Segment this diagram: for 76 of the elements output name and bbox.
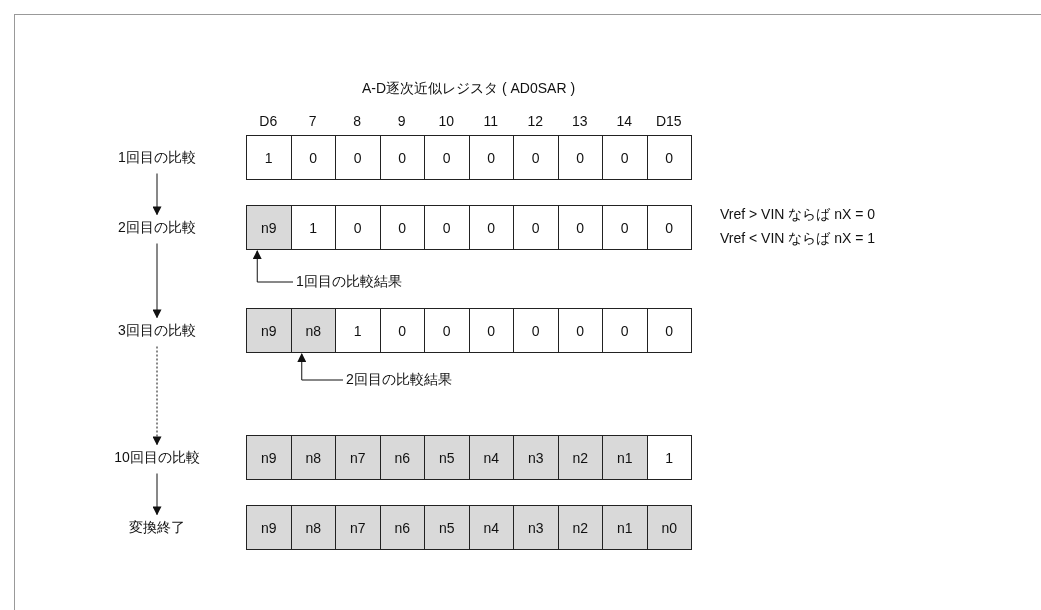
bit-cell: 1 [646, 435, 692, 480]
bit-cell: n4 [468, 435, 514, 480]
bit-number: 12 [527, 113, 544, 129]
bit-cell: 0 [468, 205, 514, 250]
bit-number: D6 [259, 113, 278, 129]
bit-cell: 0 [513, 308, 559, 353]
bit-cell: 0 [602, 205, 648, 250]
arrow [152, 243, 162, 319]
result-note: 1回目の比較結果 [296, 273, 402, 291]
step-label: 2回目の比較 [118, 218, 196, 237]
bit-cell: n9 [246, 308, 292, 353]
leader-line [297, 353, 344, 381]
bit-cell: n2 [557, 435, 603, 480]
bit-cell: 0 [646, 205, 692, 250]
bit-cell: 0 [602, 308, 648, 353]
bit-cell: 0 [379, 205, 425, 250]
bit-cell: 0 [513, 135, 559, 180]
leader-line [252, 250, 294, 283]
bit-cell: 1 [290, 205, 336, 250]
bit-cell: 0 [379, 308, 425, 353]
bit-cell: 0 [424, 308, 470, 353]
bit-cell: 0 [335, 135, 381, 180]
bit-cell: n0 [646, 505, 692, 550]
result-note: 2回目の比較結果 [346, 371, 452, 389]
bit-cell: n8 [290, 505, 336, 550]
step-label: 3回目の比較 [118, 321, 196, 340]
bit-cell: n5 [424, 505, 470, 550]
bit-cell: 0 [557, 135, 603, 180]
bit-cell: n8 [290, 308, 336, 353]
bit-number: 9 [397, 113, 406, 129]
bit-cell: n6 [379, 505, 425, 550]
bit-cell: n2 [557, 505, 603, 550]
bit-cell: 0 [424, 205, 470, 250]
bit-cell: n4 [468, 505, 514, 550]
bit-cell: 0 [646, 308, 692, 353]
condition-note: Vref < VIN ならば nX = 1 [720, 230, 876, 248]
bit-cell: 0 [646, 135, 692, 180]
bit-cell: n7 [335, 435, 381, 480]
step-label: 1回目の比較 [118, 148, 196, 167]
bit-cell: n3 [513, 435, 559, 480]
arrow [152, 173, 162, 216]
bit-cell: 0 [290, 135, 336, 180]
bit-cell: n3 [513, 505, 559, 550]
bit-number: 13 [571, 113, 588, 129]
bit-cell: n6 [379, 435, 425, 480]
arrow [152, 346, 162, 446]
bit-cell: 0 [602, 135, 648, 180]
bit-cell: 0 [468, 135, 514, 180]
bit-cell: 0 [379, 135, 425, 180]
step-label: 変換終了 [129, 518, 185, 537]
step-label: 10回目の比較 [114, 448, 200, 467]
bit-cell: 0 [424, 135, 470, 180]
bit-number: 10 [438, 113, 455, 129]
bit-cell: 1 [335, 308, 381, 353]
arrow [152, 473, 162, 516]
bit-cell: 0 [557, 205, 603, 250]
bit-cell: n9 [246, 205, 292, 250]
bit-number: 14 [616, 113, 633, 129]
condition-note: Vref > VIN ならば nX = 0 [720, 206, 876, 224]
bit-number: 7 [308, 113, 317, 129]
bit-cell: n9 [246, 435, 292, 480]
bit-cell: n9 [246, 505, 292, 550]
bit-cell: n8 [290, 435, 336, 480]
bit-cell: n7 [335, 505, 381, 550]
bit-cell: 0 [468, 308, 514, 353]
bit-number: D15 [655, 113, 682, 129]
bit-cell: n1 [602, 505, 648, 550]
bit-cell: 1 [246, 135, 292, 180]
bit-cell: n5 [424, 435, 470, 480]
bit-cell: 0 [557, 308, 603, 353]
bit-number: 11 [483, 113, 498, 129]
bit-number: 8 [353, 113, 362, 129]
register-title: A-D逐次近似レジスタ ( AD0SAR ) [361, 80, 576, 98]
bit-cell: n1 [602, 435, 648, 480]
bit-cell: 0 [335, 205, 381, 250]
bit-cell: 0 [513, 205, 559, 250]
